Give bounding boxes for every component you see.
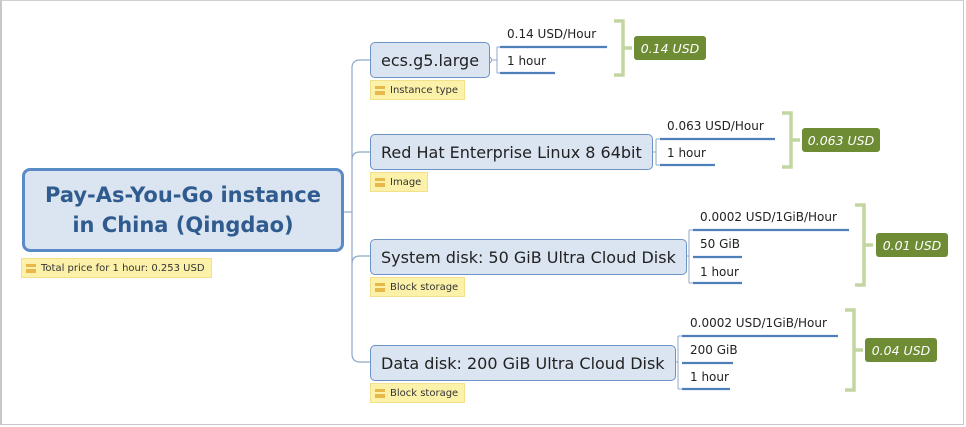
note-icon: [375, 85, 385, 95]
topic-label: Red Hat Enterprise Linux 8 64bit: [381, 142, 642, 162]
leaf-price[interactable]: 0.0002 USD/1GiB/Hour: [700, 210, 837, 224]
topic-note[interactable]: Block storage: [370, 383, 466, 403]
note-icon: [26, 263, 36, 273]
summary-bracket: [845, 308, 863, 392]
topic-system-disk[interactable]: System disk: 50 GiB Ultra Cloud Disk: [370, 239, 687, 275]
leaf-price[interactable]: 0.063 USD/Hour: [667, 119, 764, 133]
summary-bracket: [614, 19, 632, 77]
note-text: Block storage: [390, 387, 459, 399]
leaf-duration[interactable]: 1 hour: [667, 146, 706, 160]
summary-bracket: [855, 203, 873, 287]
summary-total[interactable]: 0.04 USD: [865, 338, 937, 362]
leaf-price[interactable]: 0.0002 USD/1GiB/Hour: [690, 316, 827, 330]
summary-total[interactable]: 0.063 USD: [802, 128, 880, 152]
leaf-duration[interactable]: 1 hour: [700, 265, 739, 279]
central-topic-line-1: Pay-As-You-Go instance: [45, 183, 321, 207]
leaf-size[interactable]: 200 GiB: [690, 343, 738, 357]
leaf-size[interactable]: 50 GiB: [700, 237, 740, 251]
topic-image[interactable]: Red Hat Enterprise Linux 8 64bit: [370, 134, 653, 170]
connector-branch-3: [351, 255, 370, 265]
topic-note[interactable]: Image: [370, 172, 429, 192]
leaf-duration[interactable]: 1 hour: [690, 370, 729, 384]
leaf-duration[interactable]: 1 hour: [507, 54, 546, 68]
topic-label: ecs.g5.large: [381, 50, 480, 70]
topic-label: System disk: 50 GiB Ultra Cloud Disk: [381, 247, 676, 267]
topic-instance-type[interactable]: ecs.g5.large: [370, 42, 491, 78]
note-icon: [375, 177, 385, 187]
topic-data-disk[interactable]: Data disk: 200 GiB Ultra Cloud Disk: [370, 345, 676, 381]
note-icon: [375, 282, 385, 292]
note-icon: [375, 388, 385, 398]
topic-note[interactable]: Block storage: [370, 277, 466, 297]
summary-bracket: [782, 111, 800, 169]
connector-trunk: [351, 59, 370, 363]
central-topic-line-2: in China (Qingdao): [72, 213, 294, 237]
leaf-price[interactable]: 0.14 USD/Hour: [507, 27, 597, 41]
summary-total[interactable]: 0.14 USD: [634, 36, 706, 60]
note-text: Image: [390, 176, 422, 188]
summary-total[interactable]: 0.01 USD: [876, 233, 948, 257]
note-text: Block storage: [390, 281, 459, 293]
total-price-note[interactable]: Total price for 1 hour: 0.253 USD: [21, 258, 212, 278]
note-text: Instance type: [390, 84, 459, 96]
note-text: Total price for 1 hour: 0.253 USD: [41, 262, 205, 274]
central-topic[interactable]: Pay-As-You-Go instance in China (Qingdao…: [22, 168, 344, 252]
topic-label: Data disk: 200 GiB Ultra Cloud Disk: [381, 353, 665, 373]
connector-branch-2: [351, 151, 370, 161]
topic-note[interactable]: Instance type: [370, 80, 466, 100]
